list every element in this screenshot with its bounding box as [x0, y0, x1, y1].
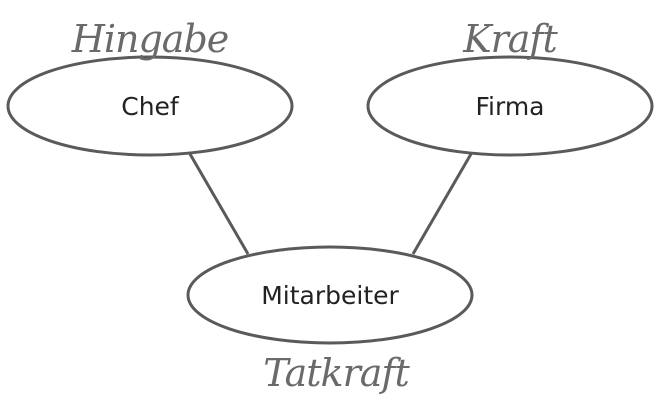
annotation-tatkraft: Tatkraft: [263, 351, 410, 395]
firma-ellipse: [366, 55, 654, 157]
annotation-hingabe: Hingabe: [71, 17, 229, 61]
chef-ellipse: [6, 55, 294, 157]
mitarbeiter-label: Mitarbeiter: [261, 281, 399, 310]
node-mitarbeiter: Mitarbeiter: [186, 245, 474, 345]
edge-firma-mitarbeiter: [411, 153, 473, 255]
annotation-kraft: Kraft: [462, 17, 558, 61]
edge-chef-mitarbeiter: [188, 153, 250, 255]
mitarbeiter-ellipse: [186, 245, 474, 345]
node-firma: Firma: [366, 55, 654, 157]
chef-label: Chef: [121, 92, 180, 121]
node-chef: Chef: [6, 55, 294, 157]
firma-label: Firma: [475, 92, 544, 121]
